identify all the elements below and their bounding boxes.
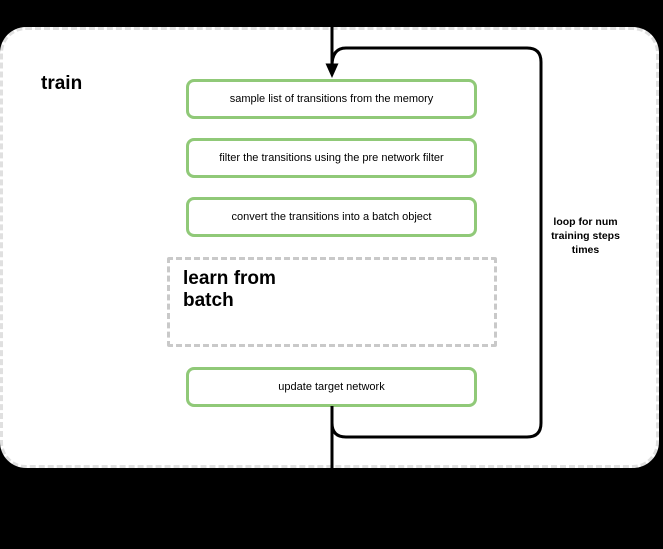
group-learn-from-batch: learn from batch [167,257,497,347]
step-label: filter the transitions using the pre net… [219,152,444,164]
step-filter-transitions: filter the transitions using the pre net… [186,138,477,178]
step-convert-batch: convert the transitions into a batch obj… [186,197,477,237]
loop-annotation: loop for num training steps times [551,216,620,256]
step-label: update target network [278,381,385,393]
step-label: convert the transitions into a batch obj… [231,211,432,223]
step-update-target-network: update target network [186,367,477,407]
step-label: sample list of transitions from the memo… [229,93,434,105]
train-group-title: train [41,73,83,94]
step-sample-transitions: sample list of transitions from the memo… [186,79,477,119]
